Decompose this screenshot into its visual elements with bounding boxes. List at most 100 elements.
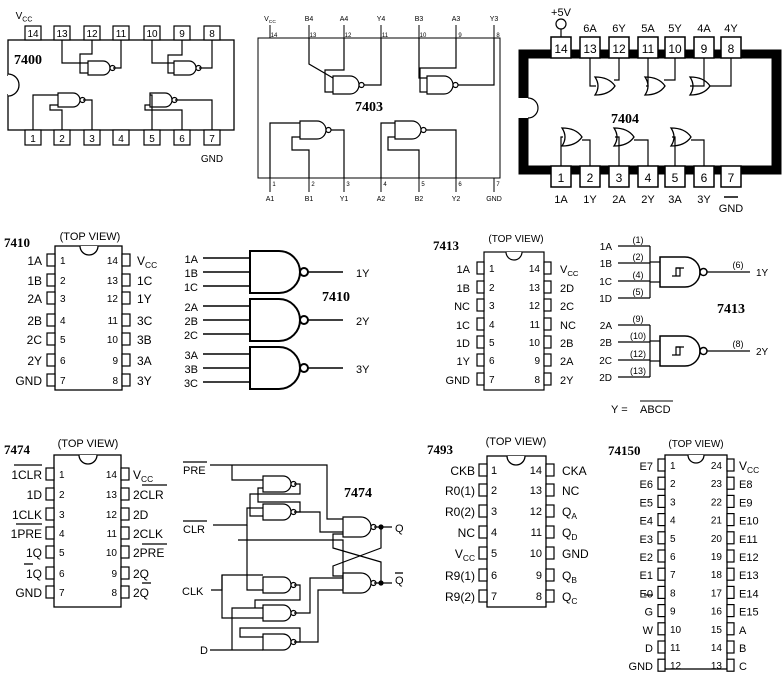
- pin-number: 11: [108, 316, 119, 327]
- gate-input-label b: 2A: [185, 302, 199, 314]
- pin-number: 1: [30, 134, 36, 145]
- wire: [710, 58, 732, 87]
- pin-label b: 1A: [27, 254, 42, 268]
- gate-input-label b: 2B: [185, 316, 198, 328]
- pin: [476, 335, 485, 349]
- top-view-label b: (TOP VIEW): [668, 439, 723, 450]
- pin-label b: CKB: [450, 464, 475, 478]
- pin-label: 4A: [697, 23, 711, 35]
- pin-label: E6: [640, 479, 653, 491]
- pin-number: 16: [711, 607, 723, 618]
- wire: [418, 38, 427, 79]
- input-label b: CLR: [183, 524, 205, 536]
- pin-number: 1: [60, 256, 66, 267]
- pin-label: B1: [305, 196, 314, 203]
- pin-number: 11: [530, 320, 541, 331]
- wire: [294, 589, 343, 643]
- pin-label: E12: [739, 552, 759, 564]
- pin: [657, 458, 666, 472]
- equation-lhs: Y =: [611, 404, 628, 416]
- gate-input-label: 2C: [599, 356, 612, 367]
- pin-label: D: [645, 643, 653, 655]
- pin: [476, 280, 485, 294]
- pin-number: 13: [711, 661, 723, 672]
- pin-number: 4: [645, 171, 652, 185]
- pin-number: 6: [60, 356, 66, 367]
- notch-mask: [518, 98, 530, 118]
- nand-gate-3input: [249, 250, 301, 294]
- wire: [672, 136, 676, 166]
- wire: [269, 122, 300, 178]
- wire: [426, 129, 457, 178]
- pin: [657, 567, 666, 581]
- pin-label: 5A: [641, 23, 655, 35]
- wire: [324, 38, 345, 93]
- pin-number: 6: [670, 552, 676, 563]
- pin: [726, 603, 735, 618]
- wire: [634, 139, 649, 166]
- pin-label b: CKA: [562, 464, 587, 478]
- pin-number: 7: [491, 591, 497, 603]
- pin: [478, 589, 488, 603]
- pin-label: E5: [640, 497, 653, 509]
- pin-label: 2D: [560, 283, 574, 295]
- pin: [657, 531, 666, 545]
- pin: [657, 658, 666, 672]
- pin: [46, 273, 56, 287]
- pin-number: 5: [491, 548, 497, 560]
- pin-label: 1Y: [583, 194, 597, 206]
- inverter-gate: [560, 127, 583, 147]
- pin-number: 6: [59, 569, 65, 580]
- pin-number: 8: [112, 376, 118, 387]
- pin-label: E14: [739, 588, 759, 600]
- pin-number: 6: [458, 182, 462, 188]
- pin: [543, 298, 552, 312]
- wire: [419, 38, 457, 93]
- pin-label: 2B: [560, 338, 573, 350]
- pin: [121, 373, 131, 387]
- label-base: V: [560, 264, 568, 276]
- pin-number: 3: [491, 506, 497, 518]
- inversion-bubble: [699, 346, 708, 356]
- pin-number: 13: [530, 485, 542, 497]
- pin-number: 3: [89, 134, 95, 145]
- pin-number: 4: [383, 182, 387, 188]
- pin-number: 14: [27, 29, 39, 40]
- chip-name: 7404: [611, 112, 639, 127]
- pin-number: 1: [489, 264, 495, 275]
- chip-name: 7474: [4, 442, 31, 457]
- pin-label b: 1D: [27, 488, 43, 502]
- pin: [726, 458, 735, 472]
- pin-number: 6: [701, 171, 708, 185]
- pin: [45, 545, 55, 559]
- pin-number: 7: [489, 375, 495, 386]
- nand-gate: [173, 60, 197, 76]
- pin: [545, 568, 555, 582]
- gate-input-label: 2D: [599, 373, 612, 384]
- pin-number: 8: [111, 588, 117, 599]
- pin-label b: 1CLK: [12, 508, 42, 522]
- gate-input-label b: 1C: [184, 282, 198, 294]
- vcc-label b: VCC: [133, 468, 153, 484]
- pin-number: 7: [670, 570, 676, 581]
- inversion-bubble: [699, 267, 708, 277]
- supply-terminal: [555, 18, 567, 30]
- label-subscript: CC: [22, 17, 32, 24]
- pin-number: 9: [536, 570, 542, 582]
- chip-name: 7403: [355, 100, 383, 115]
- input-pin-number: (5): [633, 287, 644, 297]
- pin-number: 9: [179, 29, 185, 40]
- pin-label b: 3Y: [137, 374, 152, 388]
- pin: [545, 525, 555, 539]
- pin-label b: 1Q: [26, 546, 42, 560]
- nand-gate-3input: [249, 298, 301, 342]
- pin-number: 12: [530, 506, 542, 518]
- inversion-bubble: [325, 126, 332, 134]
- wire: [249, 483, 301, 517]
- label-base: V: [137, 254, 145, 268]
- nand-gate: [426, 75, 454, 95]
- gnd-label: GND: [201, 154, 223, 165]
- pin-label: 1A: [554, 194, 568, 206]
- label-subscript: CC: [747, 465, 759, 475]
